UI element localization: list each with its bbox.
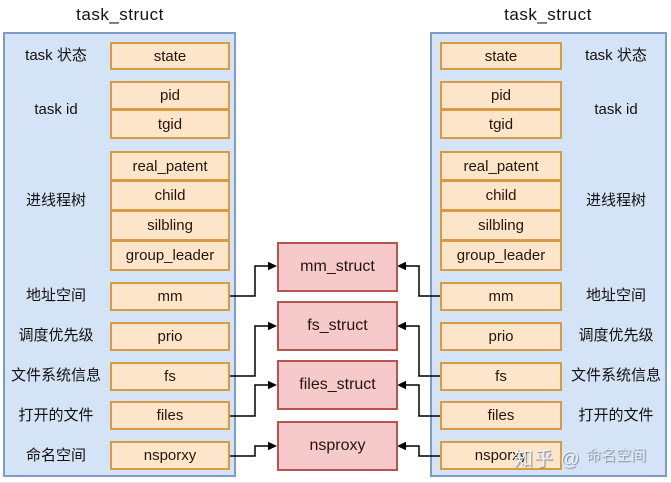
shared-struct-nsproxy: nsproxy bbox=[277, 421, 398, 471]
left-label-process-tree: 进线程树 bbox=[25, 192, 86, 209]
left-field-silbling: silbling bbox=[110, 210, 230, 241]
left-label-namespace: 命名空间 bbox=[25, 447, 86, 464]
right-label-open-files: 打开的文件 bbox=[578, 407, 654, 424]
right-label-task-id: task id bbox=[594, 101, 638, 118]
right-field-files: files bbox=[440, 401, 562, 430]
left-field-nsporxy: nsporxy bbox=[110, 441, 230, 470]
right-field-mm: mm bbox=[440, 282, 562, 311]
right-label-task-state: task 状态 bbox=[585, 47, 647, 64]
right-label-namespace: 命名空间 bbox=[585, 447, 646, 464]
right-field-nsporxy: nsporxy bbox=[440, 441, 562, 470]
right-field-child: child bbox=[440, 180, 562, 211]
right-label-address-space: 地址空间 bbox=[585, 287, 646, 304]
shared-struct-files: files_struct bbox=[277, 360, 398, 410]
left-label-address-space: 地址空间 bbox=[25, 287, 86, 304]
right-field-fs: fs bbox=[440, 362, 562, 391]
zhihu-watermark: 知乎 @ bbox=[514, 449, 581, 470]
left-label-sched-priority: 调度优先级 bbox=[18, 327, 94, 344]
left-field-prio: prio bbox=[110, 322, 230, 351]
shared-struct-fs: fs_struct bbox=[277, 301, 398, 351]
right-label-fs-info: 文件系统信息 bbox=[570, 367, 661, 384]
right-label-sched-priority: 调度优先级 bbox=[578, 327, 654, 344]
right-struct-title: task_struct bbox=[504, 5, 592, 24]
left-struct-title: task_struct bbox=[76, 5, 164, 24]
right-field-silbling: silbling bbox=[440, 210, 562, 241]
shared-struct-mm: mm_struct bbox=[277, 242, 398, 292]
right-field-state: state bbox=[440, 42, 562, 70]
left-field-files: files bbox=[110, 401, 230, 430]
left-label-task-id: task id bbox=[34, 101, 78, 118]
left-field-pid: pid bbox=[110, 81, 230, 110]
left-field-child: child bbox=[110, 180, 230, 211]
left-field-real-patent: real_patent bbox=[110, 151, 230, 181]
left-field-fs: fs bbox=[110, 362, 230, 391]
left-field-group-leader: group_leader bbox=[110, 240, 230, 271]
right-field-real-patent: real_patent bbox=[440, 151, 562, 181]
right-field-group-leader: group_leader bbox=[440, 240, 562, 271]
left-field-state: state bbox=[110, 42, 230, 70]
left-label-open-files: 打开的文件 bbox=[18, 407, 94, 424]
right-field-pid: pid bbox=[440, 81, 562, 110]
left-label-task-state: task 状态 bbox=[25, 47, 87, 64]
left-label-fs-info: 文件系统信息 bbox=[10, 367, 101, 384]
right-label-process-tree: 进线程树 bbox=[585, 192, 646, 209]
right-field-prio: prio bbox=[440, 322, 562, 351]
left-field-mm: mm bbox=[110, 282, 230, 311]
left-field-tgid: tgid bbox=[110, 109, 230, 139]
right-field-tgid: tgid bbox=[440, 109, 562, 139]
